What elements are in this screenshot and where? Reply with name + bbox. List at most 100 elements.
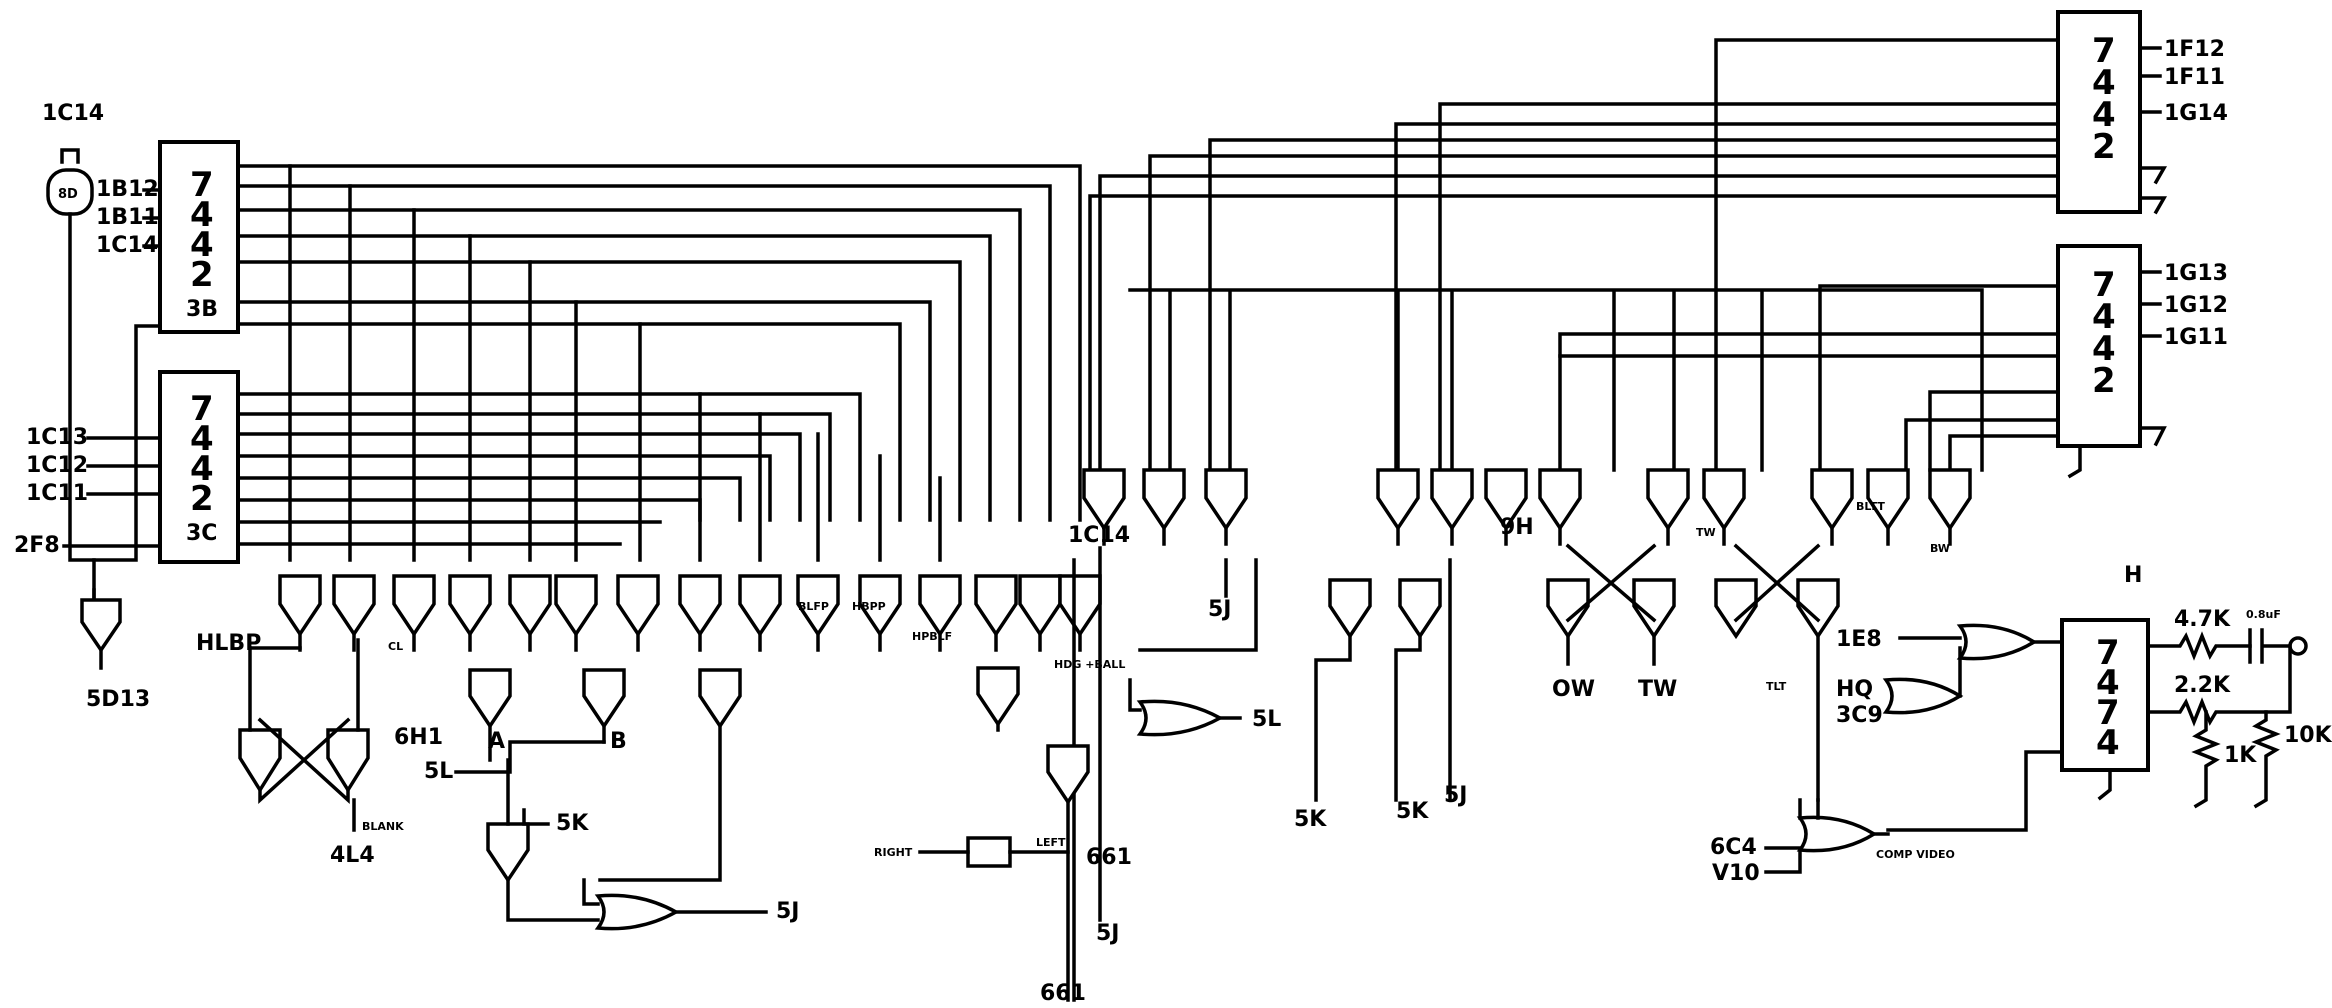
nor-gate	[1204, 468, 1248, 532]
flipflop-4l4: HLBP BLANK 4L4 6H1 CL	[196, 631, 443, 868]
chip-3c-input-label: 1C11	[26, 481, 88, 506]
chip-3c-digit: 2	[190, 479, 214, 519]
label-right: RIGHT	[874, 846, 913, 859]
label-5k-b: 5K	[1396, 799, 1429, 824]
nor-gate	[332, 574, 376, 638]
label-bltt: BLTT	[1856, 500, 1885, 513]
nor-gate	[1082, 468, 1126, 532]
label-661-a: 661	[1086, 845, 1132, 870]
label-v10: V10	[1712, 861, 1760, 886]
tube-label: 8D	[58, 187, 78, 202]
label-tw: TW	[1638, 677, 1677, 702]
label-5l-left: 5L	[424, 759, 453, 784]
nor-gate	[1376, 468, 1420, 532]
label-1c14-center: 1C14	[1068, 523, 1130, 548]
label-a: A	[488, 729, 505, 754]
chip-3c-digit: 4	[190, 449, 214, 489]
nor-gate	[1142, 468, 1186, 532]
chip-3c-input-label: 1C13	[26, 425, 88, 450]
right-gate-bank	[1082, 468, 1972, 546]
flipflops-ow-tw: OW TW 9H TW BLTT BW TLT	[1500, 500, 1950, 802]
chip-rm-output-label: 1G12	[2164, 293, 2228, 318]
label-h: H	[2124, 563, 2142, 588]
label-5j-left: 5J	[776, 899, 800, 924]
label-5k-left: 5K	[556, 811, 589, 836]
chip-rt-output-label: 1F11	[2164, 65, 2225, 90]
label-6c4: 6C4	[1710, 835, 1757, 860]
chip-3c-digit: 4	[190, 419, 214, 459]
chip-3b-digit: 4	[190, 225, 214, 265]
label-hq: HQ	[1836, 677, 1873, 702]
chip-rt-output-label: 1F12	[2164, 37, 2225, 62]
chip-rt-digit: 4	[2092, 95, 2116, 135]
chip-3b: 7 4 4 2 3B 1B12 1B11 1C14	[92, 140, 240, 562]
chip-3b-suffix: 3B	[186, 297, 218, 322]
chip-right-mid: 7 4 4 2 1G13 1G12 1G11	[2056, 244, 2228, 479]
label-b: B	[610, 729, 627, 754]
chip-3c-suffix: 3C	[186, 521, 217, 546]
nor-gate	[1430, 468, 1474, 532]
label-tw2: TW	[1696, 526, 1716, 539]
label-3c9: 3C9	[1836, 703, 1883, 728]
bus-lines-left	[236, 164, 1082, 562]
nor-gate	[1810, 468, 1854, 532]
chip-rt-digit: 7	[2092, 31, 2116, 71]
label-r47k: 4.7K	[2174, 607, 2231, 632]
label-1c14-top: 1C14	[42, 101, 104, 126]
label-hlbp: HLBP	[196, 631, 261, 656]
right-combo-gates: 5K 5K 5J 5J	[1208, 558, 1468, 832]
label-left: LEFT	[1036, 836, 1066, 849]
chip-rt-digit: 2	[2092, 127, 2116, 167]
nor-gate	[508, 574, 552, 638]
chip-rm-digit: 7	[2092, 265, 2116, 305]
nor-gate	[918, 574, 962, 638]
chip-rm-digit: 2	[2092, 361, 2116, 401]
chip-rm-digit: 4	[2092, 297, 2116, 337]
label-cap: 0.8uF	[2246, 608, 2281, 621]
tube-1c14: 8D 1C14	[42, 101, 104, 602]
nor-gate	[1538, 468, 1582, 532]
chip-7474-digit: 7	[2096, 693, 2120, 733]
label-r10k: 10K	[2284, 723, 2332, 748]
chip-3b-digit: 2	[190, 255, 214, 295]
label-bw: BW	[1930, 542, 1950, 555]
nor-gate	[278, 574, 322, 638]
label-5d13: 5D13	[86, 687, 150, 712]
nor-gate	[1018, 574, 1062, 638]
label-9h: 9H	[1500, 515, 1534, 540]
nor-gate	[1646, 468, 1690, 532]
nor-gate	[392, 574, 436, 638]
nor-gate	[448, 574, 492, 638]
chip-right-top: 7 4 4 2 1F12 1F11 1G14	[2056, 10, 2228, 215]
label-blank: BLANK	[362, 820, 404, 833]
label-comp-video: COMP VIDEO	[1876, 848, 1955, 861]
chip-7474-digit: 4	[2096, 723, 2120, 763]
label-ow: OW	[1552, 677, 1595, 702]
chip-3c-digit: 7	[190, 389, 214, 429]
chip-rm-output-label: 1G11	[2164, 325, 2228, 350]
label-hbpp: HBPP	[852, 600, 886, 613]
label-5j-b: 5J	[1444, 783, 1468, 808]
center-section: 1C14 HDG +BALL 5L RIGHT LEFT 661 661 5J	[874, 523, 1281, 1006]
nor-gate	[1702, 468, 1746, 532]
chip-rt-digit: 4	[2092, 63, 2116, 103]
label-r22k: 2.2K	[2174, 673, 2231, 698]
label-r1k: 1K	[2224, 743, 2257, 768]
chip-3b-digit: 7	[190, 165, 214, 205]
combo-gates-left: A B 5L 5K 5J BLFP HBPP HPBLF	[424, 600, 952, 931]
label-blfp: BLFP	[798, 600, 829, 613]
label-5j-bottom: 5J	[1096, 921, 1120, 946]
nor-gate	[738, 574, 782, 638]
nor-gate	[554, 574, 598, 638]
chip-rt-output-label: 1G14	[2164, 101, 2228, 126]
chip-rm-output-label: 1G13	[2164, 261, 2228, 286]
gate-5d13: 5D13	[80, 588, 150, 712]
label-661-b: 661	[1040, 981, 1086, 1006]
label-cl: CL	[388, 640, 403, 653]
nor-gate	[1866, 468, 1910, 532]
label-5j-mid: 5J	[1208, 597, 1232, 622]
nor-gate	[678, 574, 722, 638]
label-hdg-ball: HDG +BALL	[1054, 658, 1125, 671]
bus-lines-right	[1088, 38, 2060, 472]
